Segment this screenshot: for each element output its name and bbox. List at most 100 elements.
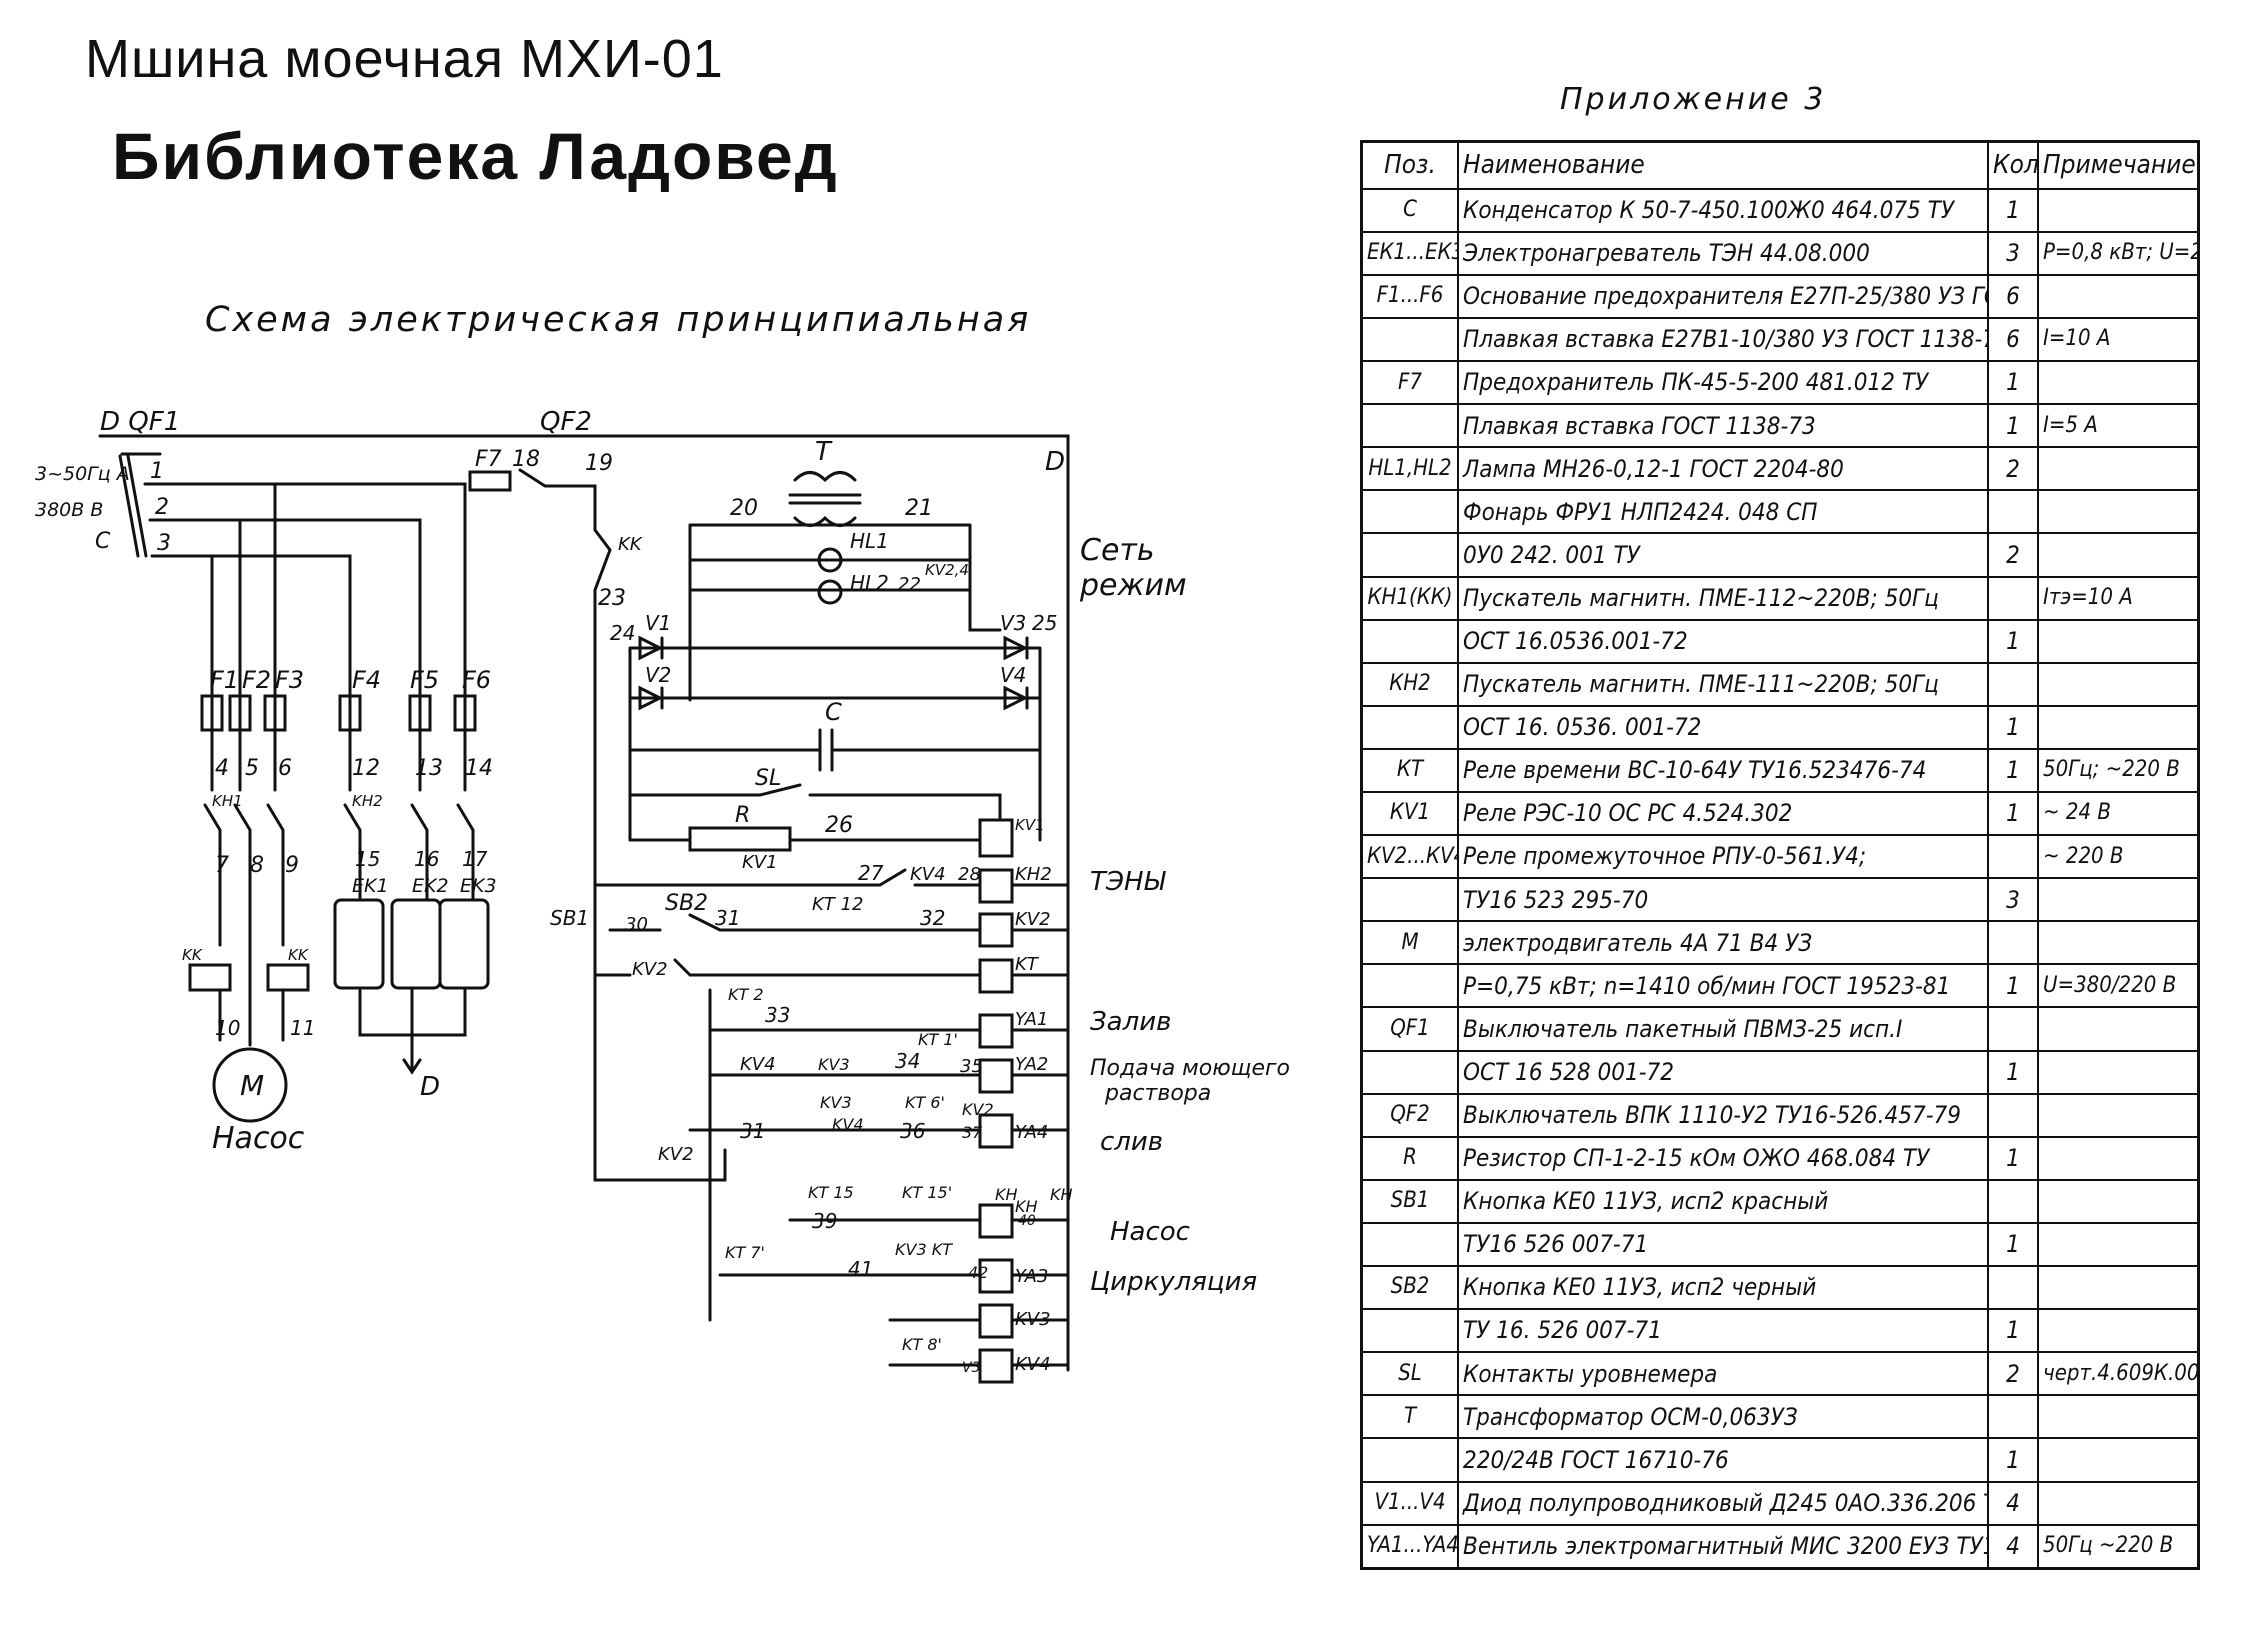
cell-note [2037,1394,2200,1440]
label-sb1: SB1 [550,906,589,930]
cell-name: Реле промежуточное РПУ-0-561.У4; [1457,834,1989,880]
label-v1: V1 [645,611,671,635]
heater-phase-wires [348,482,467,792]
cell-pos [1360,316,1459,363]
label-km2-coil: KH2 [1015,864,1052,885]
label-ya1: YA1 [1015,1009,1048,1030]
cell-qty [1987,1006,2039,1052]
pump-phase-wires [210,482,277,792]
cell-qty: 1 [1987,1308,2039,1354]
cell-qty: 6 [1987,273,2039,319]
label-kv1-contact: KV1 [742,852,778,873]
cell-note [2037,704,2200,750]
label-kv3kt: KV3 KT [895,1240,953,1259]
coil-ya1 [978,1013,1014,1049]
label-kv4-coil: KV4 [1015,1354,1051,1375]
label-n17: 17 [462,847,488,871]
table-row: КН1(КК)Пускатель магнитн. ПМЕ-112~220В; … [1360,575,2200,621]
diode-v3 [1003,635,1029,661]
label-n11: 11 [290,1016,315,1040]
label-f1: F1 [210,666,239,694]
label-f7: F7 [475,447,502,472]
label-kv3-coil: KV3 [1015,1309,1051,1330]
cell-pos: V1...V4 [1360,1480,1459,1526]
cell-name: Выключатель ВПК 1110-У2 ТУ16-526.457-79 [1457,1092,1989,1138]
cell-qty: 1 [1987,790,2039,837]
cell-name: Основание предохранителя Е27П-25/380 УЗ … [1457,273,1989,319]
fuse-f4 [338,694,362,732]
label-kt12: KT 12 [812,894,863,915]
top-bus-wire [98,434,1070,942]
label-kv4-c: KV4 [832,1115,864,1134]
label-n22: 22 [898,574,921,595]
label-hl2: HL2 [850,571,889,595]
cell-qty: 1 [1987,963,2039,1009]
label-f4: F4 [352,666,381,694]
cell-qty [1987,1265,2039,1311]
label-n6: 6 [278,756,292,781]
cell-qty: 1 [1987,1135,2039,1181]
cell-pos: HL1,HL2 [1360,446,1459,492]
header-qty: Кол. [1987,140,2039,190]
label-qf2: QF2 [540,407,592,437]
label-kt7: KT 7' [725,1243,765,1262]
cell-pos: YA1...YA4 [1360,1523,1459,1570]
cell-pos [1360,1308,1459,1354]
schematic-labels: D QF1 QF2 F7 18 19 D 3~50Гц А 380В В С 1… [35,407,1290,1376]
cell-qty: 1 [1987,1049,2039,1095]
label-teny: ТЭНЫ [1090,867,1167,897]
table-row: Фонарь ФРУ1 НЛП2424. 048 СП [1360,489,2200,535]
fuse-f5 [408,694,432,732]
neutral-d-arrow [402,1058,422,1075]
cell-name: Резистор СП-1-2-15 кОм ОЖО 468.084 ТУ [1457,1135,1989,1181]
cell-qty [1987,661,2039,707]
cell-qty [1987,834,2039,880]
cell-pos: Т [1360,1394,1459,1440]
label-kv2-coil: KV2 [1015,909,1051,930]
cell-qty [1987,1394,2039,1440]
diode-v1 [638,635,664,661]
cell-note: I=5 А [2037,403,2200,449]
cell-qty [1987,575,2039,621]
cell-name: ТУ16 526 007-71 [1457,1221,1989,1268]
label-kv4-b: KV4 [740,1054,776,1075]
label-podacha2: раствора [1104,1081,1211,1106]
cell-name: Трансформатор ОСМ-0,063УЗ [1457,1394,1989,1440]
resistor-r [688,826,792,852]
coil-kv4 [978,1348,1014,1384]
cell-pos [1360,403,1459,449]
cell-name: 220/24В ГОСТ 16710-76 [1457,1437,1989,1483]
cell-note [2037,1221,2200,1268]
transformer-t [788,471,862,527]
label-n39: 39 [812,1209,837,1233]
label-kt15b: KT 15' [902,1183,952,1202]
cell-qty: 3 [1987,877,2039,923]
label-n12: 12 [352,756,380,781]
cell-name: ОСТ 16 528 001-72 [1457,1049,1989,1095]
sl-wire [628,783,1002,822]
cell-note: 50Гц; ~220 В [2037,747,2200,794]
cell-name: ОСТ 16.0536.001-72 [1457,618,1989,664]
label-supply-b: 380В В [35,499,103,521]
label-kt2: KT 2 [728,985,764,1004]
label-n18: 18 [512,447,540,472]
cell-name: Пускатель магнитн. ПМЕ-111~220В; 50Гц [1457,661,1989,707]
cell-note [2037,1092,2200,1138]
cell-pos: F1...F6 [1360,273,1459,319]
label-set-line1: Сеть [1080,533,1155,568]
label-n2: 2 [155,495,169,520]
label-n28: 28 [958,864,981,885]
cell-name: Конденсатор К 50-7-450.100Ж0 464.075 ТУ [1457,187,1989,233]
